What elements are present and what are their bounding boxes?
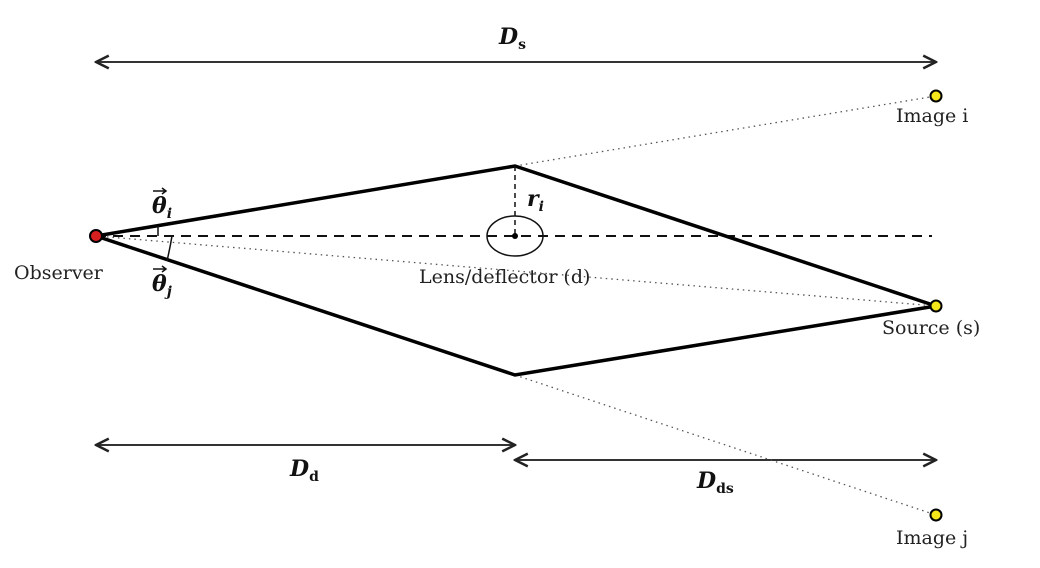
lens-center (512, 233, 518, 239)
theta-j-label: θj (152, 265, 172, 300)
image-i-projection (514, 95, 937, 167)
theta-j-arc (166, 235, 173, 262)
source-point (929, 299, 943, 313)
r-i-label: ri (527, 186, 544, 215)
vector-arrow-icon (153, 187, 168, 195)
image-j-point (929, 508, 943, 522)
lens-label: Lens/deflector (d) (419, 266, 590, 288)
light-path-j (95, 234, 937, 377)
lens-ellipse (486, 215, 544, 257)
observer-point (89, 229, 103, 243)
image-i-label: Image i (896, 105, 968, 127)
svg-text:θj: θj (152, 271, 172, 300)
source-label: Source (s) (882, 317, 980, 339)
dds-label: Dds (696, 468, 734, 497)
svg-text:θi: θi (152, 193, 172, 222)
ds-label: Ds (498, 24, 526, 53)
vector-arrow-icon (153, 265, 168, 273)
dd-label: Dd (289, 456, 319, 485)
image-j-label: Image j (896, 527, 968, 549)
image-j-projection (514, 374, 937, 516)
image-i-point (929, 89, 943, 103)
theta-i-label: θi (152, 187, 172, 222)
observer-label: Observer (14, 262, 104, 284)
